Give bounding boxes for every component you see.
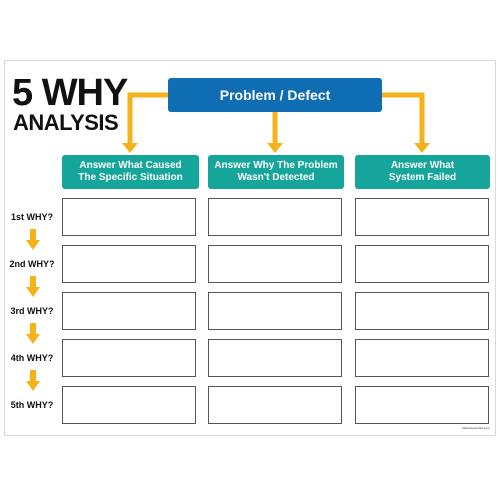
down-arrow-icon <box>26 370 40 391</box>
why-label-3: 3rd WHY? <box>10 306 54 316</box>
why-5-detection-cell[interactable] <box>208 386 342 424</box>
down-arrow-icon <box>26 229 40 250</box>
column-header-system: Answer What System Failed <box>355 155 490 189</box>
arrowhead-right <box>414 143 430 153</box>
why-3-cause-cell[interactable] <box>62 292 196 330</box>
arrowhead-left <box>122 143 138 153</box>
why-label-4: 4th WHY? <box>10 353 54 363</box>
why-1-system-cell[interactable] <box>355 198 489 236</box>
why-label-2: 2nd WHY? <box>9 259 55 269</box>
down-arrow-icon <box>26 323 40 344</box>
why-label-1: 1st WHY? <box>10 212 53 222</box>
why-5-system-cell[interactable] <box>355 386 489 424</box>
why-4-cause-cell[interactable] <box>62 339 196 377</box>
why-4-system-cell[interactable] <box>355 339 489 377</box>
why-5-cause-cell[interactable] <box>62 386 196 424</box>
title-line-2: ANALYSIS <box>13 110 119 135</box>
why-label-5: 5th WHY? <box>10 400 54 410</box>
why-1-detection-cell[interactable] <box>208 198 342 236</box>
why-3-detection-cell[interactable] <box>208 292 342 330</box>
why-3-system-cell[interactable] <box>355 292 489 330</box>
column-header-cause: Answer What Caused The Specific Situatio… <box>62 155 199 189</box>
column-header-detection: Answer Why The Problem Wasn't Detected <box>208 155 344 189</box>
why-4-detection-cell[interactable] <box>208 339 342 377</box>
title-line-1: 5 WHY <box>12 72 128 114</box>
why-1-cause-cell[interactable] <box>62 198 196 236</box>
why-2-cause-cell[interactable] <box>62 245 196 283</box>
connector-right <box>382 92 425 145</box>
why-2-detection-cell[interactable] <box>208 245 342 283</box>
connector-left <box>127 92 168 145</box>
problem-defect-box: Problem / Defect <box>168 78 382 112</box>
arrowhead-middle <box>267 143 283 153</box>
publisher-credit: safetysignsmart.com <box>462 426 490 430</box>
why-2-system-cell[interactable] <box>355 245 489 283</box>
down-arrow-icon <box>26 276 40 297</box>
